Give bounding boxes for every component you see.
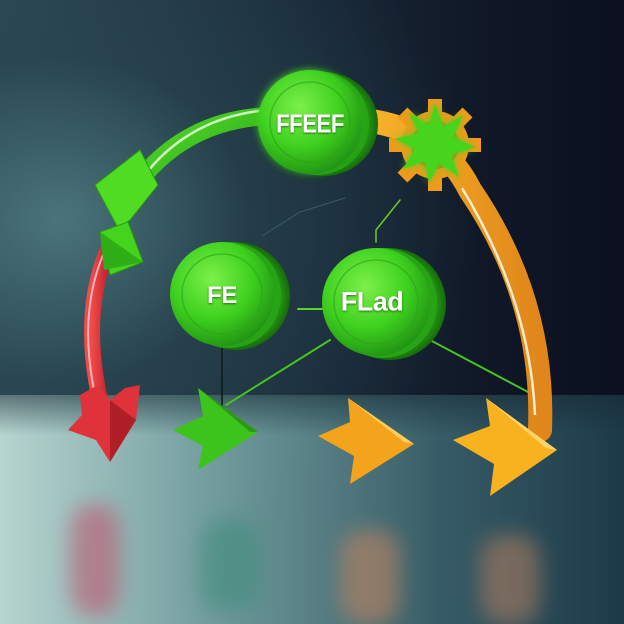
red-arrow-reflection [70, 505, 120, 615]
node-left-label: FE [207, 282, 237, 309]
gear-icon [389, 99, 481, 191]
green-arrow-reflection [200, 520, 260, 610]
green-arrow-icon [173, 388, 258, 470]
node-right-label: FLad [340, 286, 404, 317]
orange-arrow-large-icon [453, 398, 557, 496]
node-top [258, 70, 378, 176]
orange-arrow-icon [318, 398, 414, 484]
green-star-icon [395, 103, 475, 183]
green-arc-arrowheads [94, 149, 159, 276]
node-left [170, 242, 290, 350]
orange-arrow-reflection [340, 530, 400, 624]
connector-lines [221, 197, 529, 406]
red-arrow-icon [68, 385, 140, 462]
node-top-label: FFEEF [276, 108, 344, 139]
orange-arrow-large-reflection [480, 535, 540, 624]
node-right [322, 248, 446, 360]
